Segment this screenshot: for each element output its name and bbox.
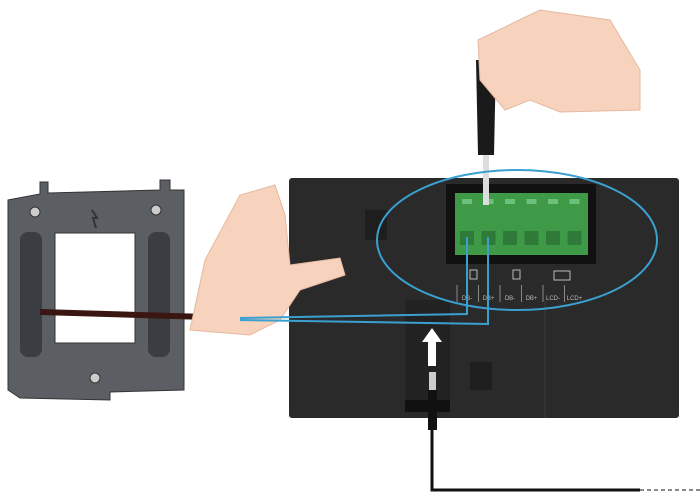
mounting-bracket bbox=[7, 179, 185, 401]
screwdriver-hand bbox=[476, 9, 641, 205]
terminal-screw bbox=[524, 231, 539, 245]
wire-connections bbox=[239, 237, 489, 326]
terminal-label: DB- bbox=[505, 296, 515, 302]
terminal-top bbox=[462, 199, 472, 204]
hand-left bbox=[189, 184, 346, 336]
terminal-screw bbox=[567, 231, 582, 245]
terminal-top bbox=[548, 199, 558, 204]
terminal-label: LCD- bbox=[546, 296, 560, 302]
terminal-screw bbox=[546, 231, 560, 245]
terminal-label: DB+ bbox=[526, 296, 538, 302]
monitor-icon bbox=[553, 270, 571, 281]
screw-icon bbox=[89, 372, 101, 384]
terminal-top bbox=[526, 199, 537, 204]
station-2-icon bbox=[512, 269, 521, 280]
terminal-screw bbox=[503, 231, 517, 245]
highlight-ellipse bbox=[376, 169, 658, 311]
terminal-top bbox=[569, 199, 580, 204]
arrow-up-icon bbox=[422, 328, 442, 366]
terminal-block bbox=[446, 184, 596, 264]
screw-icon bbox=[29, 206, 41, 218]
power-cable bbox=[430, 430, 640, 492]
screw-icon bbox=[150, 204, 162, 216]
power-plug bbox=[429, 372, 436, 392]
terminal-label: LCD+ bbox=[567, 296, 583, 302]
station-1-icon bbox=[469, 269, 478, 280]
terminal-top bbox=[505, 199, 515, 204]
